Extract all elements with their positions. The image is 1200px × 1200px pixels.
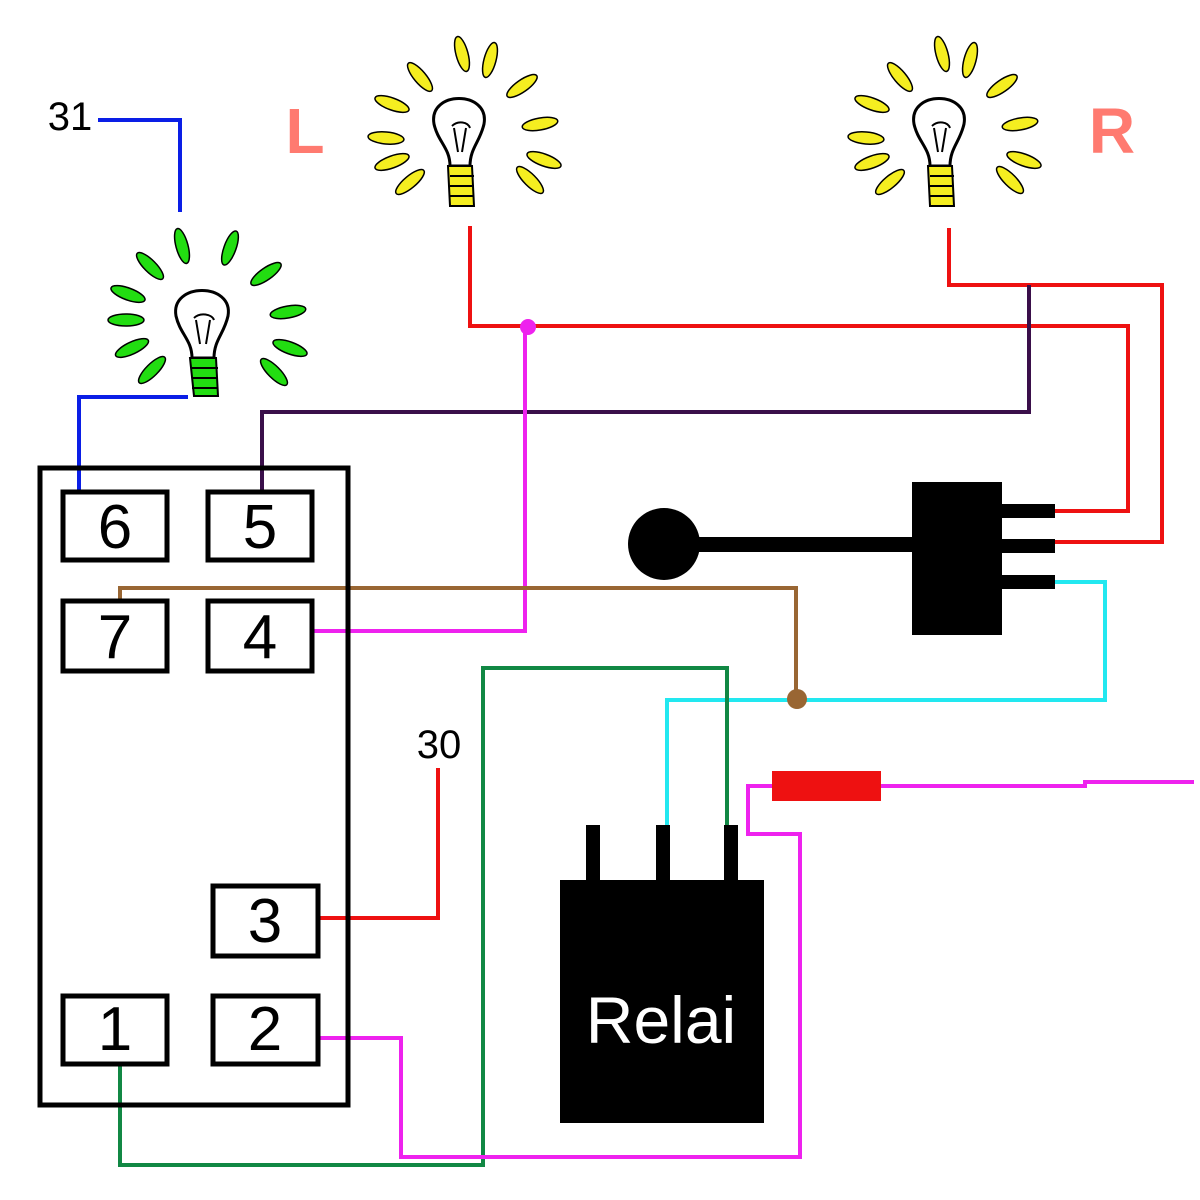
terminal-5: 5 [205,489,315,563]
wire-right-lamp-red [947,228,1164,544]
bulb-right-icon [847,35,1042,207]
wire-terminal4-magenta [310,324,527,633]
wire-switch-cyan [665,580,1107,828]
right-label: R [1089,95,1135,167]
junction-magenta [520,319,536,335]
terminal-6: 6 [60,489,170,563]
left-label: L [285,95,324,167]
switch-body [912,482,1002,635]
indicator-bulb-icon [107,227,308,397]
terminal-2: 2 [210,993,321,1067]
terminal-label: 5 [243,493,277,562]
terminal-label: 7 [98,603,132,672]
wire-terminal5-purple [260,285,1031,494]
flasher-housing [37,465,351,1108]
wire-indicator-blue [77,395,188,494]
ground-label: 31 [48,95,93,139]
fuse-icon [772,771,881,801]
wire-terminal2-magenta [316,784,802,1159]
terminal-label: 1 [98,995,132,1064]
terminal-1: 1 [60,993,170,1067]
terminal-label: 2 [248,995,282,1064]
wire-supply-red [318,768,440,920]
relay-label: Relai [586,983,736,1057]
wire-fuse-magenta [878,780,1194,788]
junction-brown [787,689,807,709]
terminal-7: 7 [60,598,170,674]
wire-left-lamp-red [468,226,1130,513]
terminal-label: 3 [248,887,282,956]
relay-body [560,880,764,1123]
terminal-label: 4 [243,603,277,672]
switch-knob-icon [628,482,1055,635]
wire-terminal1-green [118,666,729,1167]
terminal-label: 6 [98,493,132,562]
relay-icon: Relai [560,825,764,1123]
bulb-left-icon [367,35,562,207]
terminal-4: 4 [205,598,315,674]
supply-label: 30 [417,723,462,767]
flasher-unit: 6 5 7 4 3 1 2 [37,465,351,1108]
wire-ground-blue [98,118,182,212]
terminal-3: 3 [210,883,321,959]
wire-terminal7-brown [118,586,798,700]
wires [77,118,1194,1167]
